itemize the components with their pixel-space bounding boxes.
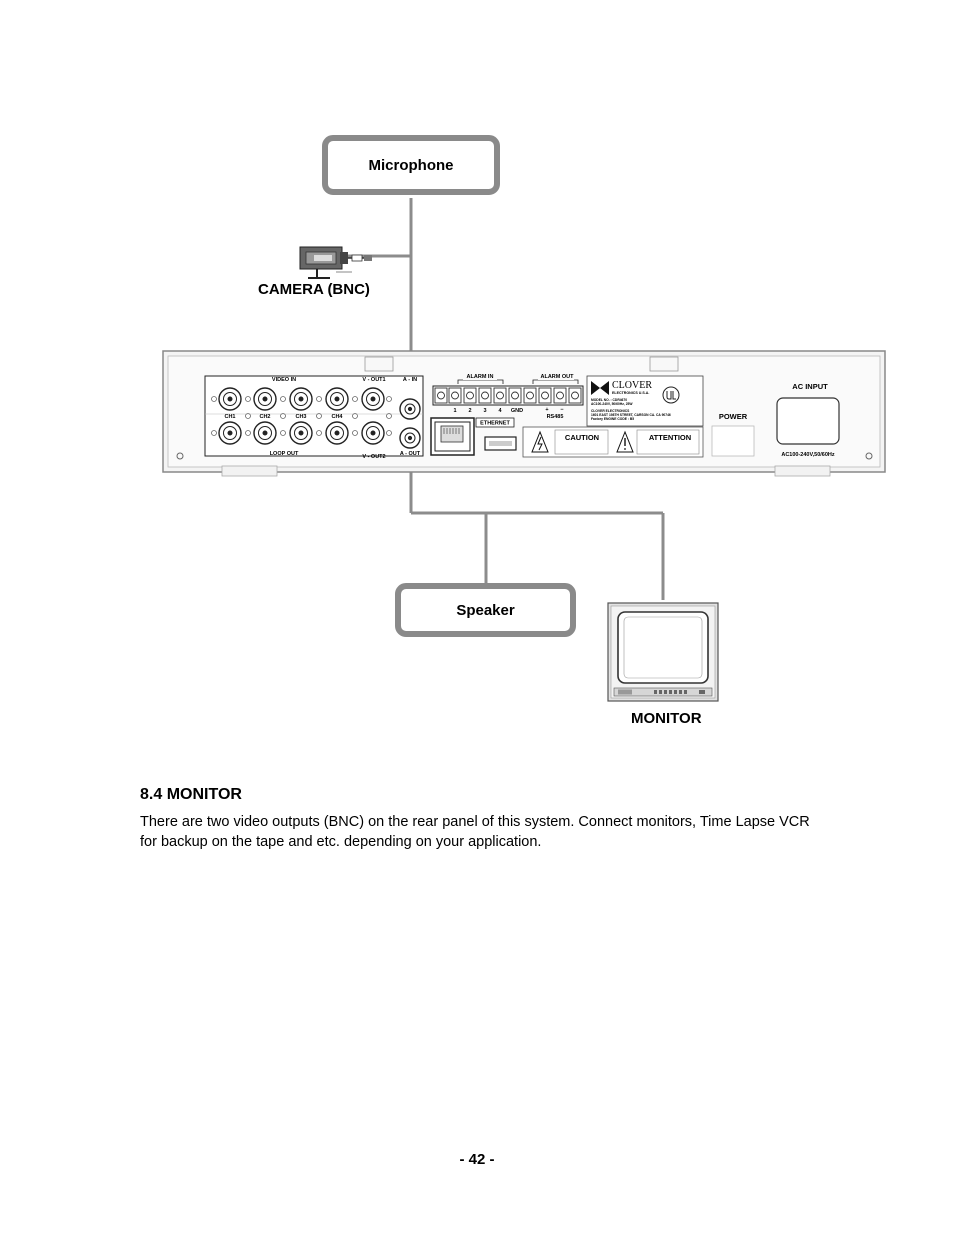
bnc-connectors-loop-out xyxy=(218,421,385,445)
page-number: - 42 - xyxy=(459,1151,495,1168)
rs485-plus: + xyxy=(545,407,548,413)
speaker-box: Speaker xyxy=(395,583,576,637)
attention-label: ATTENTION xyxy=(649,433,691,442)
caution-label: CAUTION xyxy=(565,433,599,442)
v-out2-label: V - OUT2 xyxy=(362,454,385,460)
speaker-label: Speaker xyxy=(456,601,515,619)
address-line1: CLOVER ELECTRONICS xyxy=(591,409,630,413)
ac-rating-label: AC100-240V,50/60Hz xyxy=(781,452,835,458)
power-label: POWER xyxy=(719,412,748,421)
video-in-label: VIDEO IN xyxy=(272,377,296,383)
ac-input-label: AC INPUT xyxy=(792,382,828,391)
loop-out-label: LOOP OUT xyxy=(270,451,299,457)
camera-label: CAMERA (BNC) xyxy=(258,281,370,298)
rating-plate: CLOVER ELECTRONICS U.S.A. MODEL NO. : CD… xyxy=(586,375,704,427)
address-line3: Factory ENGINE CODE : B5 xyxy=(591,417,634,421)
ethernet-label: ETHERNET xyxy=(480,421,510,427)
a-in-label: A - IN xyxy=(403,377,417,383)
ch4-label: CH4 xyxy=(331,414,343,420)
section-heading: 8.4 MONITOR xyxy=(140,786,242,803)
address-line2: 1601 EAST 198TH STREET, CARSON CA. CA 90… xyxy=(591,413,671,417)
ethernet-port xyxy=(430,417,475,456)
connection-diagram: VIDEO IN V - OUT1 A - IN LOOP OUT V - OU… xyxy=(162,198,886,702)
alarm-out-label: ALARM OUT xyxy=(541,374,575,380)
a-out-label: A - OUT xyxy=(400,451,421,457)
alarm-in-2: 2 xyxy=(468,408,471,414)
model-line1: MODEL NO. : CDR4670 xyxy=(591,398,627,402)
dvr-rear-panel: VIDEO IN V - OUT1 A - IN LOOP OUT V - OU… xyxy=(162,350,886,477)
brand-name: CLOVER xyxy=(612,380,652,391)
audio-jacks xyxy=(399,398,421,449)
ch3-label: CH3 xyxy=(295,414,306,420)
camera-icon xyxy=(299,246,372,279)
v-out1-label: V - OUT1 xyxy=(362,377,385,383)
alarm-in-4: 4 xyxy=(498,408,502,414)
alarm-gnd: GND xyxy=(511,408,523,414)
monitor-icon xyxy=(607,602,719,702)
bnc-connectors-video-in xyxy=(218,387,385,411)
rs485-minus: − xyxy=(560,407,563,413)
alarm-in-1: 1 xyxy=(453,408,456,414)
model-line2: AC100-240V, 50/60Hz, 25W xyxy=(591,402,633,406)
rs485-label: RS485 xyxy=(547,414,564,420)
ch2-label: CH2 xyxy=(259,414,270,420)
alarm-in-3: 3 xyxy=(483,408,486,414)
microphone-label: Microphone xyxy=(368,156,454,174)
power-switch xyxy=(711,425,755,457)
microphone-box: Microphone xyxy=(322,135,500,195)
lightning-icon xyxy=(537,436,543,451)
alarm-in-label: ALARM IN xyxy=(467,374,494,380)
ch1-label: CH1 xyxy=(224,414,235,420)
brand-sub: ELECTRONICS U.S.A. xyxy=(612,391,649,395)
section-paragraph: There are two video outputs (BNC) on the… xyxy=(140,814,810,850)
monitor-label: MONITOR xyxy=(631,710,702,727)
warning-box xyxy=(522,426,704,458)
ac-input-socket xyxy=(776,397,840,445)
